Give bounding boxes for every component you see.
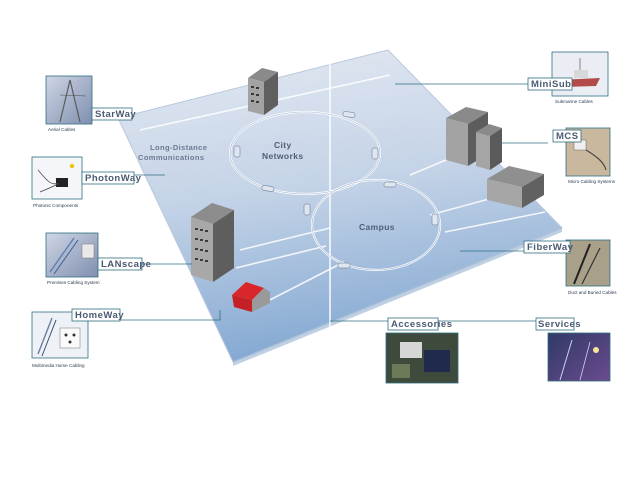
homeway-label: HomeWay [75,310,124,321]
mcs-label: MCS [556,131,579,142]
accessories-label-box [387,317,439,331]
accessories-panel[interactable]: Accessories [385,317,459,384]
city-label-2: Networks [262,151,303,161]
campus-label: Campus [359,222,395,232]
lanscape-label: LANscape [101,259,151,270]
fiberway-label-box [523,240,571,254]
homeway-panel[interactable]: HomeWay Multimedia Home Cabling [31,308,124,368]
services-photo [547,332,611,382]
lanscape-panel[interactable]: LANscape Premises Cabling System [45,232,151,285]
mcs-caption: Micro Cabling Systems [568,179,616,184]
minisub-label: MiniSub [531,79,571,90]
minisub-panel[interactable]: MiniSub Submarine Cables [527,51,609,104]
ring-connectors [233,111,439,269]
photonway-panel[interactable]: PhotonWay Photonic Components [31,156,142,208]
city-networks-ring [228,110,382,196]
services-panel[interactable]: Services [535,317,611,382]
starway-label: StarWay [95,109,136,120]
fiberway-label: FiberWay [527,242,574,253]
long-distance-label-2: Communications [138,153,204,162]
building-right-towers [446,107,502,170]
long-distance-label-1: Long-Distance [150,143,207,152]
fiberway-caption: Duct and Buried Cables [568,290,617,295]
homeway-label-box [71,308,121,322]
lanscape-label-box [97,257,143,271]
fiberway-panel[interactable]: FiberWay Duct and Buried Cables [523,239,617,295]
starway-label-box [91,107,133,121]
city-label-1: City [274,140,292,150]
building-left-tower [191,203,234,282]
minisub-caption: Submarine Cables [555,99,593,104]
plane-labels: Long-Distance Communications City Networ… [138,140,395,232]
mcs-panel[interactable]: MCS Micro Cabling Systems [552,127,616,184]
starway-caption: Aerial Cables [48,127,76,132]
photonway-caption: Photonic Components [33,203,79,208]
campus-ring [310,178,442,272]
minisub-label-box [527,77,573,91]
services-label-box [535,317,575,331]
photonway-label-box [81,171,135,185]
services-label: Services [538,319,581,330]
network-plane [117,49,563,366]
house-red [232,282,270,312]
photonway-label: PhotonWay [85,173,142,184]
mcs-label-box [552,129,582,143]
lanscape-caption: Premises Cabling System [47,280,100,285]
accessories-label: Accessories [391,319,452,330]
building-warehouse [487,166,544,208]
building-top [248,68,278,115]
starway-panel[interactable]: StarWay Aerial Cables [45,75,136,132]
homeway-caption: Multimedia Home Cabling [32,363,85,368]
